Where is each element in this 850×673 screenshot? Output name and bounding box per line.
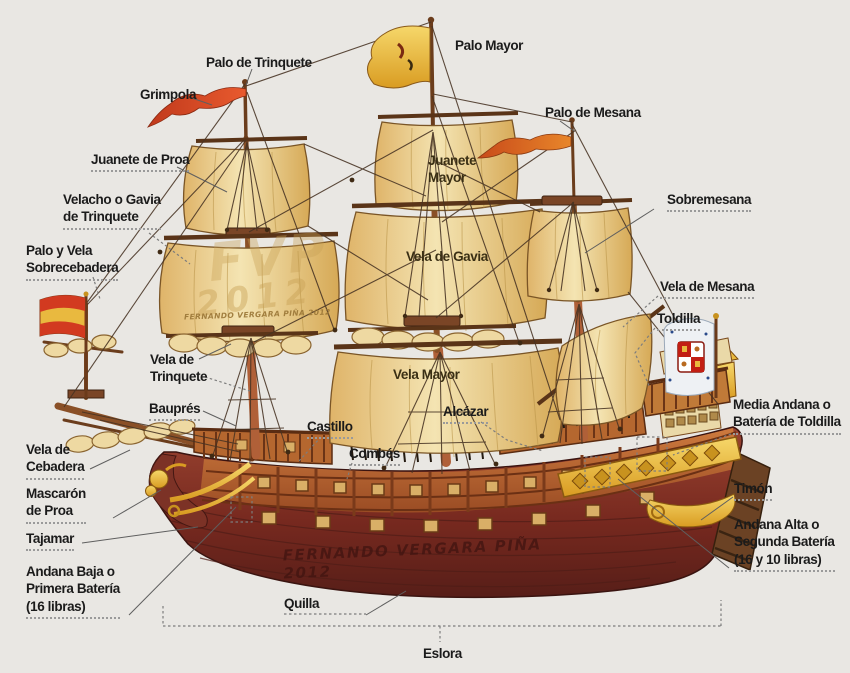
mizzen-shrouds [541, 201, 621, 445]
label-vela-de-mesana: Vela de Mesana [660, 278, 755, 300]
leader-lines [81, 68, 734, 616]
label-grimpola: Grimpola [140, 87, 197, 102]
label-andana-baja: Andana Baja o Primera Batería (16 libras… [26, 563, 120, 619]
label-mascaron-de-proa: Mascarón de Proa [26, 485, 86, 524]
deadeyes [157, 177, 623, 471]
label-juanete-de-proa: Juanete de Proa [91, 151, 190, 173]
forecastle-deck [191, 427, 335, 465]
label-sobrecebadera: Palo y Vela Sobrecebadera [26, 242, 119, 281]
main-sails [329, 111, 564, 458]
spanish-flag [39, 291, 89, 398]
label-tajamar: Tajamar [26, 530, 74, 552]
label-andana-alta: Andana Alta o Segunda Batería (16 y 10 l… [734, 516, 835, 572]
label-palo-mayor: Palo Mayor [455, 38, 524, 53]
bow-works [145, 453, 256, 529]
label-vela-de-cebadera: Vela de Cebadera [26, 441, 85, 480]
fore-sails [158, 136, 340, 358]
label-castillo: Castillo [307, 418, 353, 440]
label-juanete-mayor: Juanete Mayor [428, 153, 477, 186]
juanete-de-proa-sail [182, 143, 311, 236]
flags [39, 25, 719, 398]
label-eslora: Eslora [423, 646, 462, 661]
gold-head-rails [167, 462, 256, 518]
label-media-andana: Media Andana o Batería de Toldilla [733, 396, 841, 435]
label-vela-mayor: Vela Mayor [393, 367, 460, 382]
main-top-flag [367, 25, 431, 89]
label-palo-de-mesana: Palo de Mesana [545, 105, 641, 120]
gold-stern-scroll [646, 493, 736, 528]
label-timon: Timón [734, 480, 773, 502]
label-toldilla: Toldilla [657, 310, 700, 332]
eslora-bracket [162, 600, 722, 642]
label-vela-de-trinquete: Vela de Trinquete [150, 352, 208, 385]
mizzen-pennant [476, 133, 572, 159]
vela-mayor-sail [329, 347, 564, 454]
label-quilla: Quilla [284, 596, 320, 611]
vela-de-gavia-sail [344, 208, 549, 331]
fore-shrouds [211, 141, 289, 463]
label-sobremesana: Sobremesana [667, 191, 752, 213]
gunports-lower-row [261, 491, 655, 533]
leader-lines-dotted [92, 232, 732, 642]
label-combes: Combés [349, 445, 400, 467]
main-shrouds [383, 131, 497, 475]
label-palo-de-trinquete: Palo de Trinquete [206, 55, 312, 70]
label-alcazar: Alcázar [443, 403, 489, 425]
fore-course-furled [168, 333, 312, 358]
label-baupres: Bauprés [149, 400, 201, 422]
sails [158, 111, 666, 458]
grimpola-pennant [146, 87, 247, 128]
label-vela-de-gavia: Vela de Gavia [406, 249, 488, 264]
stern-arms-flag [663, 313, 719, 398]
label-velacho: Velacho o Gavia de Trinquete [63, 191, 161, 230]
